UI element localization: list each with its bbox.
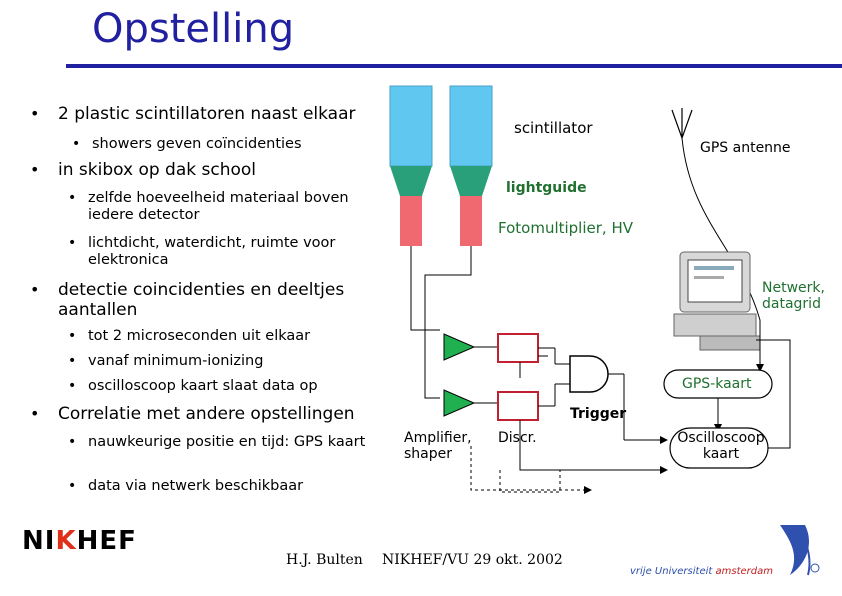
- footer-event: NIKHEF/VU 29 okt. 2002: [382, 552, 563, 568]
- bullet-1-text: 2 plastic scintillatoren naast elkaar: [58, 104, 356, 124]
- subbullet-1-1: •showers geven coïncidenties: [72, 136, 302, 152]
- subbullet-4-2: •data via netwerk beschikbaar: [68, 478, 304, 494]
- scintillator-left: [389, 85, 433, 167]
- vu-logo-icon: [780, 525, 820, 576]
- subbullet-text: vanaf minimum-ionizing: [88, 353, 264, 369]
- label-gps-kaart: GPS-kaart: [682, 376, 752, 392]
- subbullet-text: data via netwerk beschikbaar: [88, 478, 304, 494]
- photomultiplier-left: [400, 196, 422, 246]
- bullet-3-text: detectie coincidenties en deeltjes aanta…: [58, 280, 345, 320]
- label-amplifier: Amplifier, shaper: [404, 430, 472, 462]
- and-gate: [569, 355, 609, 393]
- bullet-4-text: Correlatie met andere opstellingen: [58, 404, 355, 424]
- vu-logo-text: vrije Universiteit amsterdam: [630, 566, 773, 577]
- amplifier-bottom: [443, 389, 476, 417]
- discriminator-top: [497, 333, 539, 363]
- discriminator-bottom: [497, 391, 539, 421]
- lightguide-right: [450, 166, 492, 196]
- subbullet-2-2: •lichtdicht, waterdicht, ruimte voor ele…: [68, 235, 336, 268]
- computer-icon: [673, 251, 761, 351]
- label-scintillator: scintillator: [514, 119, 593, 137]
- footer-author: H.J. Bulten: [286, 552, 363, 568]
- label-fotomultiplier: Fotomultiplier, HV: [498, 219, 633, 237]
- subbullet-3-3: •oscilloscoop kaart slaat data op: [68, 378, 318, 394]
- label-lightguide: lightguide: [506, 180, 587, 196]
- amplifier-top: [443, 333, 476, 361]
- bullet-3: •detectie coincidenties en deeltjes aant…: [30, 280, 345, 320]
- label-gps-antenne: GPS antenne: [700, 140, 791, 156]
- nikhef-logo: NIKHEF: [22, 526, 137, 556]
- subbullet-4-1: •nauwkeurige positie en tijd: GPS kaart: [68, 434, 366, 450]
- subbullet-text: nauwkeurige positie en tijd: GPS kaart: [88, 434, 366, 450]
- bullet-4: •Correlatie met andere opstellingen: [30, 404, 355, 424]
- subbullet-3-2: •vanaf minimum-ionizing: [68, 353, 264, 369]
- bullet-1: •2 plastic scintillatoren naast elkaar: [30, 104, 356, 124]
- subbullet-text: tot 2 microseconden uit elkaar: [88, 328, 311, 344]
- label-trigger: Trigger: [570, 406, 627, 422]
- title-underline: [66, 64, 842, 68]
- scintillator-right: [449, 85, 493, 167]
- subbullet-text: showers geven coïncidenties: [92, 136, 302, 152]
- subbullet-text: zelfde hoeveelheid materiaal boven ieder…: [88, 190, 349, 223]
- label-oscilloscoop: Oscilloscoop kaart: [677, 430, 765, 462]
- label-discr: Discr.: [498, 430, 537, 446]
- photomultiplier-right: [460, 196, 482, 246]
- bullet-2-text: in skibox op dak school: [58, 160, 257, 180]
- subbullet-text: oscilloscoop kaart slaat data op: [88, 378, 318, 394]
- page-title: Opstelling: [92, 6, 295, 52]
- subbullet-2-1: •zelfde hoeveelheid materiaal boven iede…: [68, 190, 349, 223]
- lightguide-left: [390, 166, 432, 196]
- bullet-2: •in skibox op dak school: [30, 160, 257, 180]
- subbullet-text: lichtdicht, waterdicht, ruimte voor elek…: [88, 235, 336, 268]
- subbullet-3-1: •tot 2 microseconden uit elkaar: [68, 328, 311, 344]
- label-netwerk: Netwerk, datagrid: [762, 280, 825, 312]
- antenna-icon: [671, 108, 693, 140]
